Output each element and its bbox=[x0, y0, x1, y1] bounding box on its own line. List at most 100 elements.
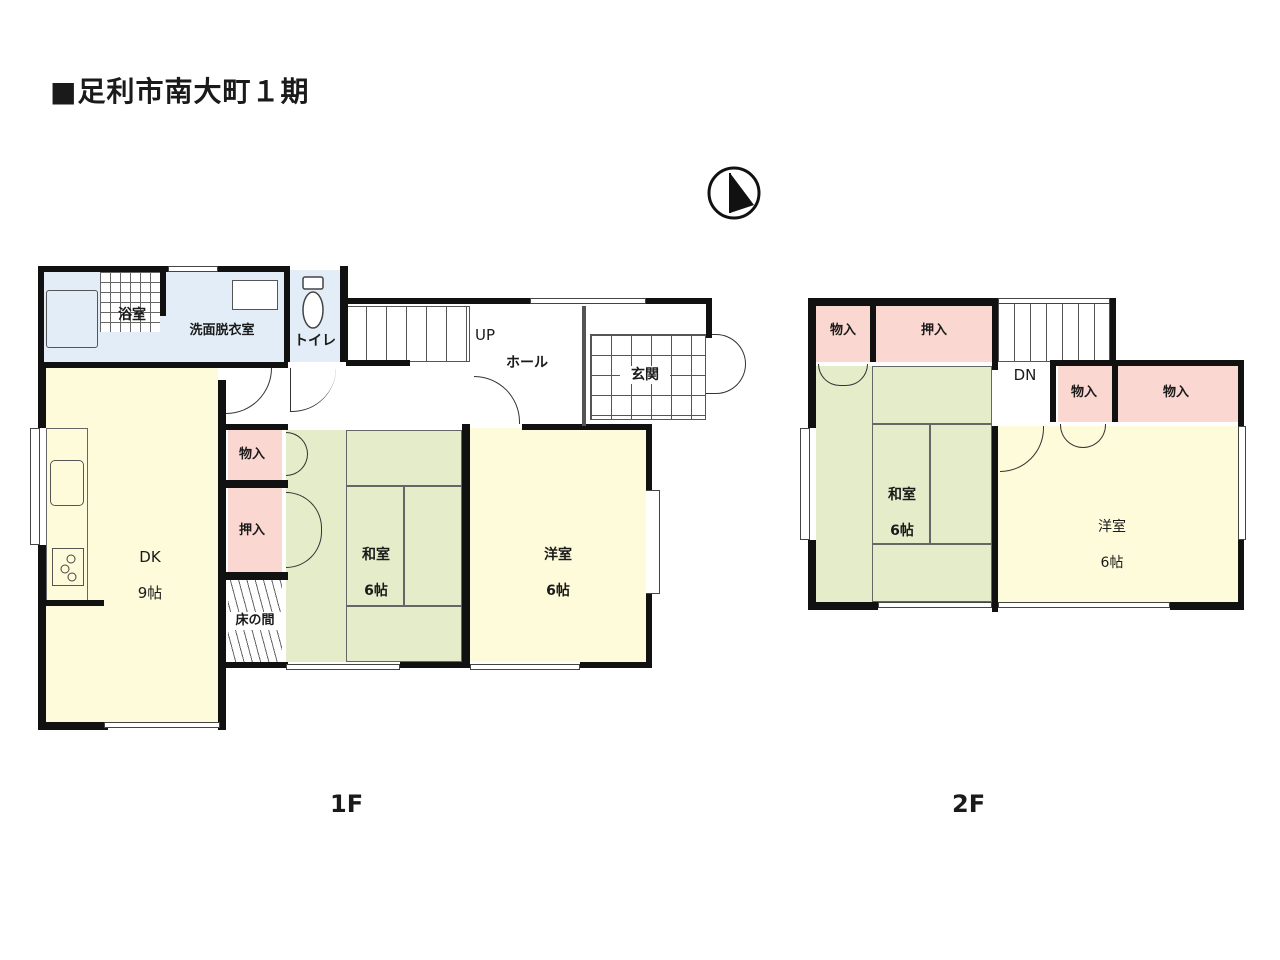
wall bbox=[46, 600, 104, 606]
wall bbox=[582, 306, 586, 426]
wall bbox=[218, 266, 288, 272]
tatami-mat bbox=[346, 486, 404, 606]
wall bbox=[646, 424, 652, 490]
room-name: 洋室 bbox=[544, 547, 572, 563]
tatami-mat bbox=[872, 424, 930, 544]
bath-tile-floor bbox=[100, 272, 160, 332]
wall bbox=[218, 380, 226, 730]
wall bbox=[38, 266, 168, 272]
tatami-mat bbox=[872, 366, 992, 424]
wall bbox=[1050, 360, 1244, 366]
wall bbox=[38, 362, 288, 368]
entrance-door[interactable] bbox=[706, 334, 746, 394]
room-size: 9帖 bbox=[137, 584, 163, 602]
wall bbox=[1238, 360, 1244, 426]
stove-icon bbox=[52, 548, 84, 586]
room-label-toilet: トイレ bbox=[294, 333, 336, 349]
room-yoshitsu-2f bbox=[998, 426, 1238, 602]
room-label-bath: 浴室 bbox=[118, 307, 146, 323]
wall bbox=[222, 572, 288, 580]
wall bbox=[1112, 366, 1118, 422]
north-arrow-icon bbox=[706, 165, 762, 221]
tatami-mat bbox=[872, 544, 992, 602]
room-label-tokonoma: 床の間 bbox=[228, 612, 282, 630]
wall bbox=[870, 306, 876, 362]
wall bbox=[706, 298, 712, 338]
bay-window bbox=[646, 490, 660, 594]
wall bbox=[646, 594, 652, 668]
wall bbox=[1050, 360, 1056, 422]
room-closet-2f bbox=[876, 306, 992, 362]
room-label-washroom: 洗面脱衣室 bbox=[189, 323, 255, 338]
wall bbox=[346, 298, 530, 304]
floor-label-1f: 1F bbox=[330, 790, 364, 818]
tatami-mat bbox=[404, 486, 462, 606]
room-size: 6帖 bbox=[1100, 555, 1124, 571]
room-label-closet-2f: 押入 bbox=[920, 323, 947, 338]
wall bbox=[222, 662, 288, 668]
stairs-dn-label: DN bbox=[1013, 366, 1037, 384]
wall bbox=[284, 266, 290, 362]
tatami-mat bbox=[346, 606, 462, 662]
room-label-storage2: 物入 bbox=[1070, 385, 1097, 400]
floor-1f: 浴室 洗面脱衣室 トイレ UP ホール 玄関 DK 9帖 物入 押入 床の間 和… bbox=[0, 0, 746, 818]
wall bbox=[340, 266, 348, 362]
room-label-entrance: 玄関 bbox=[620, 366, 670, 384]
window bbox=[530, 298, 646, 304]
room-name: 和室 bbox=[888, 487, 916, 503]
wall bbox=[38, 368, 46, 428]
wall bbox=[160, 266, 166, 316]
window bbox=[30, 428, 40, 545]
room-label-storage1: 物入 bbox=[829, 323, 856, 338]
room-label-yoshitsu: 洋室 6帖 bbox=[530, 528, 586, 600]
room-washitsu-2f bbox=[816, 366, 992, 602]
wall bbox=[346, 360, 410, 366]
window bbox=[286, 664, 400, 670]
sink-icon bbox=[232, 280, 278, 310]
stairs-1f bbox=[346, 306, 470, 362]
door-yoshitsu-2f[interactable] bbox=[1000, 426, 1044, 472]
door-storage2-2f[interactable] bbox=[1060, 424, 1106, 448]
wall bbox=[992, 426, 998, 612]
window bbox=[998, 602, 1170, 608]
door-storage1-2f[interactable] bbox=[818, 364, 868, 386]
window bbox=[168, 266, 218, 272]
floor-label-2f: 2F bbox=[952, 790, 986, 818]
wall bbox=[38, 545, 46, 730]
room-storage3 bbox=[1118, 366, 1238, 422]
window bbox=[104, 722, 220, 728]
page-title: ■足利市南大町１期 bbox=[50, 75, 310, 108]
room-size: 6帖 bbox=[364, 583, 388, 599]
room-label-yoshitsu-2f: 洋室 6帖 bbox=[1086, 500, 1138, 572]
room-label-washitsu-2f: 和室 6帖 bbox=[876, 468, 928, 540]
wall bbox=[222, 480, 288, 488]
door-toilet[interactable] bbox=[290, 368, 336, 412]
wall bbox=[992, 298, 998, 370]
room-label-hall: ホール bbox=[506, 355, 548, 371]
wall bbox=[222, 424, 288, 430]
wall bbox=[808, 602, 878, 610]
door-dk[interactable] bbox=[226, 368, 272, 414]
wall bbox=[522, 424, 652, 430]
wall bbox=[1110, 298, 1116, 366]
room-label-dk: DK 9帖 bbox=[120, 530, 180, 602]
room-label-storage: 物入 bbox=[238, 447, 265, 462]
door-yoshitsu[interactable] bbox=[474, 376, 520, 424]
room-label-closet: 押入 bbox=[238, 523, 265, 538]
toilet-icon bbox=[301, 276, 325, 332]
wall bbox=[580, 662, 652, 668]
window bbox=[1238, 426, 1246, 540]
wall bbox=[646, 298, 712, 304]
room-name: DK bbox=[139, 548, 161, 566]
room-storage bbox=[228, 430, 282, 480]
room-label-storage3: 物入 bbox=[1162, 385, 1189, 400]
tatami-mat bbox=[346, 430, 462, 486]
room-name: 洋室 bbox=[1098, 519, 1126, 535]
room-label-washitsu: 和室 6帖 bbox=[350, 528, 402, 600]
room-name: 和室 bbox=[362, 547, 390, 563]
wall bbox=[38, 266, 44, 366]
room-yoshitsu bbox=[470, 428, 646, 662]
stairs-2f bbox=[998, 302, 1110, 362]
window bbox=[800, 428, 810, 540]
wall bbox=[400, 662, 468, 668]
